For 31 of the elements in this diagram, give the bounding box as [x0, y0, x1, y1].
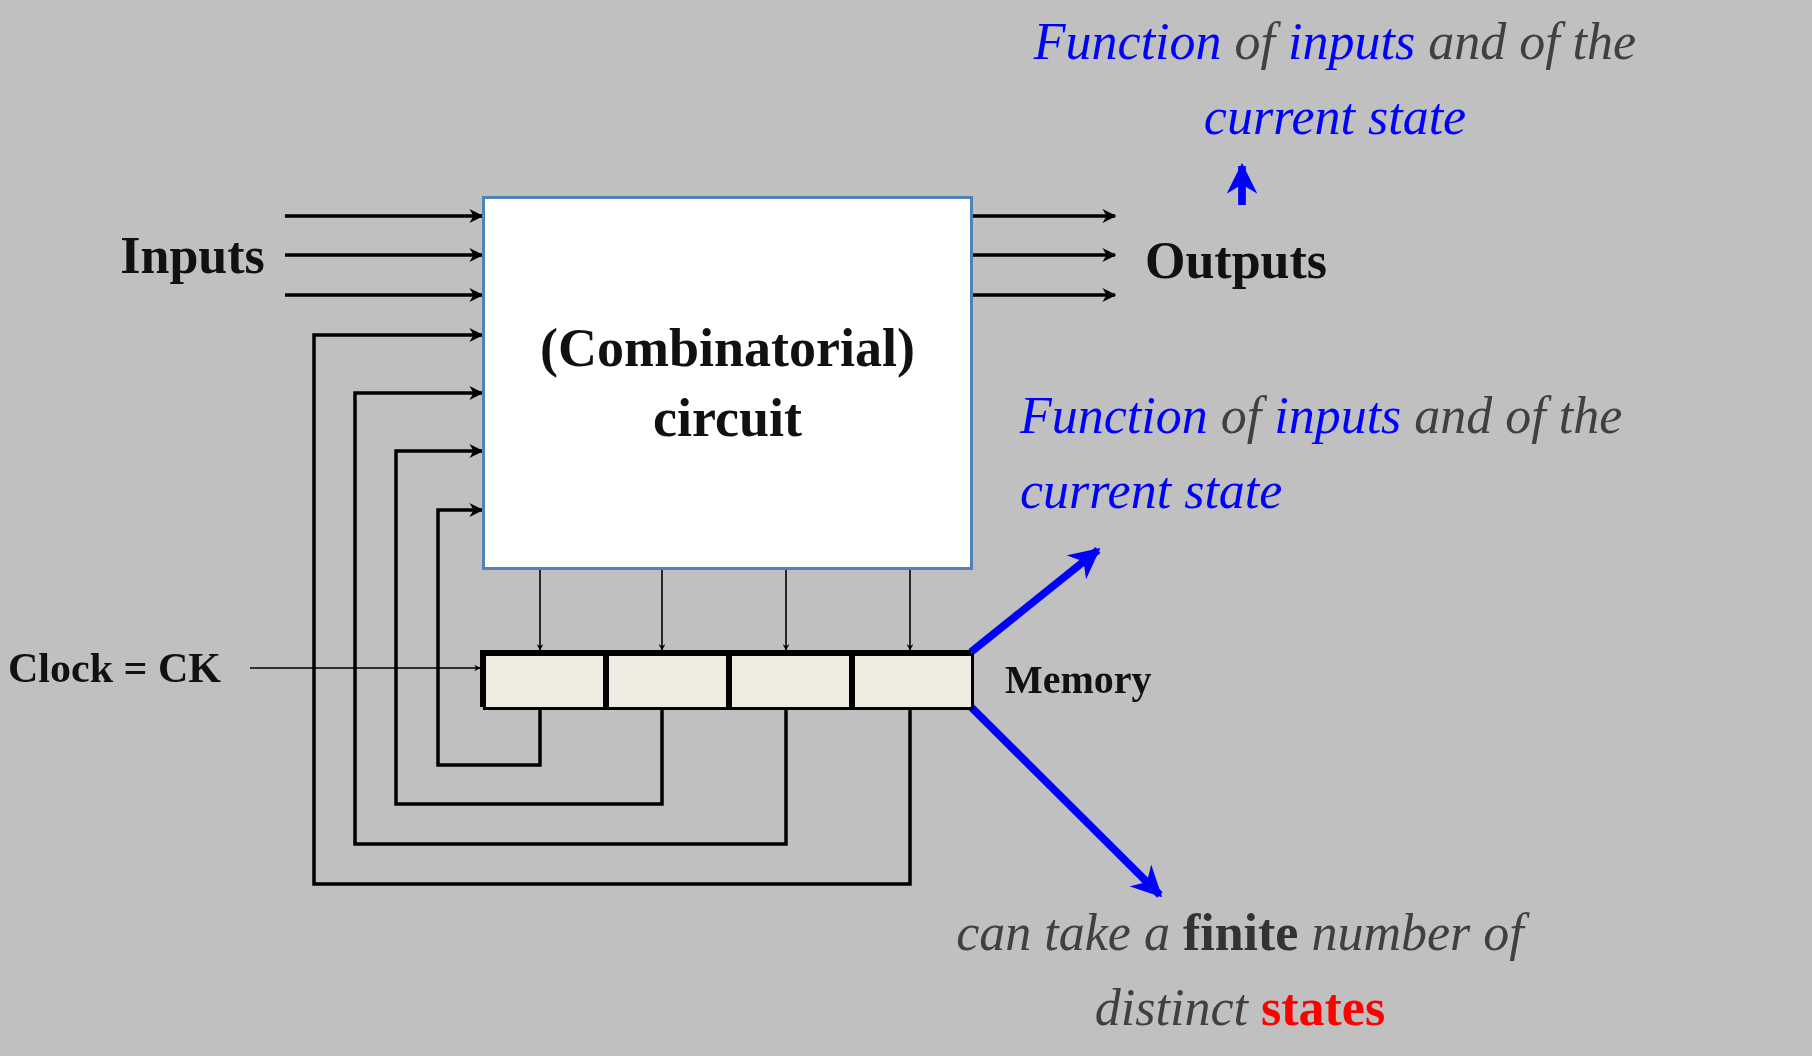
clock-label: Clock = CK [8, 640, 250, 696]
arrow [312, 328, 912, 886]
arrow [353, 386, 788, 846]
arrow [658, 569, 666, 651]
circuit-box [482, 196, 973, 570]
arrow [968, 547, 1101, 655]
memory-cell [729, 653, 852, 710]
arrow [973, 248, 1117, 262]
arrow [906, 569, 914, 651]
arrow [436, 503, 542, 767]
annotation-text: can take a finite number of distinct states [930, 895, 1550, 1055]
memory-label: Memory [1005, 655, 1152, 703]
arrow [973, 209, 1117, 223]
arrow [285, 209, 484, 223]
memory-register [480, 650, 971, 707]
arrow [394, 444, 664, 806]
inputs-label: Inputs [100, 200, 285, 310]
arrow [285, 248, 484, 262]
arrow [782, 569, 790, 651]
arrow [973, 288, 1117, 302]
arrow [968, 704, 1163, 898]
annotation-text: Function of inputs and of the current state [990, 4, 1680, 166]
memory-cell [852, 653, 974, 710]
circuit-label: (Combinatorial) circuit [539, 316, 916, 450]
memory-cell [483, 653, 606, 710]
arrow [285, 288, 484, 302]
annotation-text: Function of inputs and of the current state [1020, 378, 1700, 550]
memory-cell [606, 653, 729, 710]
outputs-label: Outputs [1115, 205, 1370, 315]
arrow [249, 664, 481, 672]
arrow [536, 569, 544, 651]
